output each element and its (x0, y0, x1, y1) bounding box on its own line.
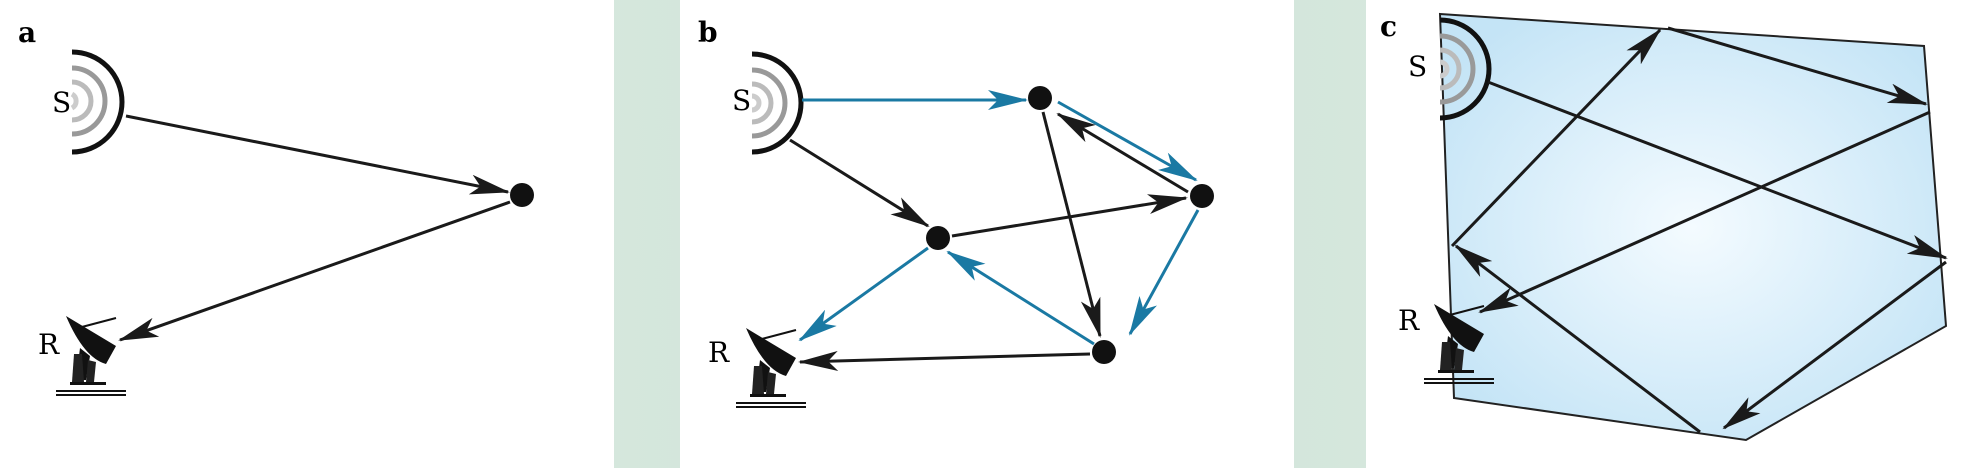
black-path-arrow (1041, 111, 1102, 338)
panel-c-label: c (1380, 10, 1397, 43)
reflection-path-arrow (1487, 80, 1948, 260)
panel-a-background (0, 0, 614, 468)
receiver-label: R (708, 336, 730, 369)
reflected-path-arrow (118, 200, 511, 342)
source-speaker-icon (1439, 17, 1492, 121)
reflection-path-arrow (1667, 26, 1928, 106)
panel-b-background (680, 0, 1294, 468)
blue-path-arrow (946, 250, 1095, 346)
panel-a: a S R (0, 0, 614, 468)
panel-c: c S R (1366, 0, 1980, 468)
panel-b-label: b (698, 16, 718, 49)
source-speaker-icon (70, 49, 125, 155)
reflector-node-right (1190, 184, 1214, 208)
reflection-path-arrow (1722, 260, 1947, 430)
panel-b: b S R (680, 0, 1294, 468)
black-path-arrow (1056, 112, 1189, 194)
source-label: S (52, 86, 71, 119)
source-label: S (1408, 50, 1427, 83)
receiver-label: R (38, 328, 60, 361)
black-path-arrow (789, 138, 930, 228)
receiver-label: R (1398, 304, 1420, 337)
reflector-node-bottom (1092, 340, 1116, 364)
blue-path-arrow (1128, 209, 1200, 336)
direct-path-arrow (125, 114, 510, 195)
source-label: S (732, 84, 751, 117)
reflector-node (510, 183, 534, 207)
blue-path-arrow (798, 246, 929, 342)
reflection-path-arrow (1454, 244, 1701, 434)
reflection-path-arrow (1450, 28, 1662, 248)
panel-a-label: a (18, 16, 36, 49)
reflector-node-left (926, 226, 950, 250)
black-path-arrow (798, 350, 1091, 371)
reflection-path-arrow (1478, 110, 1931, 314)
reflector-node-top (1028, 86, 1052, 110)
source-speaker-icon (751, 51, 804, 155)
